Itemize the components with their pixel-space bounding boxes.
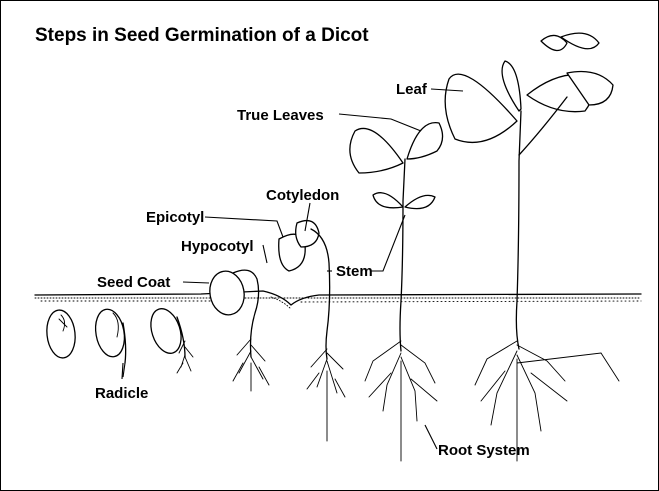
label-seed-coat: Seed Coat [97, 274, 170, 291]
stage-1-seed [45, 309, 78, 360]
stage-3-seed [146, 305, 193, 373]
label-leaf: Leaf [396, 81, 428, 98]
label-hypocotyl: Hypocotyl [181, 238, 254, 255]
soil-line [35, 291, 641, 309]
label-stem: Stem [336, 263, 373, 280]
stage-7-plant [445, 33, 619, 461]
label-true-leaves: True Leaves [237, 107, 324, 124]
label-epicotyl: Epicotyl [146, 209, 204, 226]
stage-4-seedling [206, 268, 269, 391]
label-root-system: Root System [438, 442, 530, 459]
stage-6-plant [350, 123, 443, 461]
stage-5-seedling [279, 221, 345, 441]
label-cotyledon: Cotyledon [266, 187, 339, 204]
label-radicle: Radicle [95, 385, 148, 402]
